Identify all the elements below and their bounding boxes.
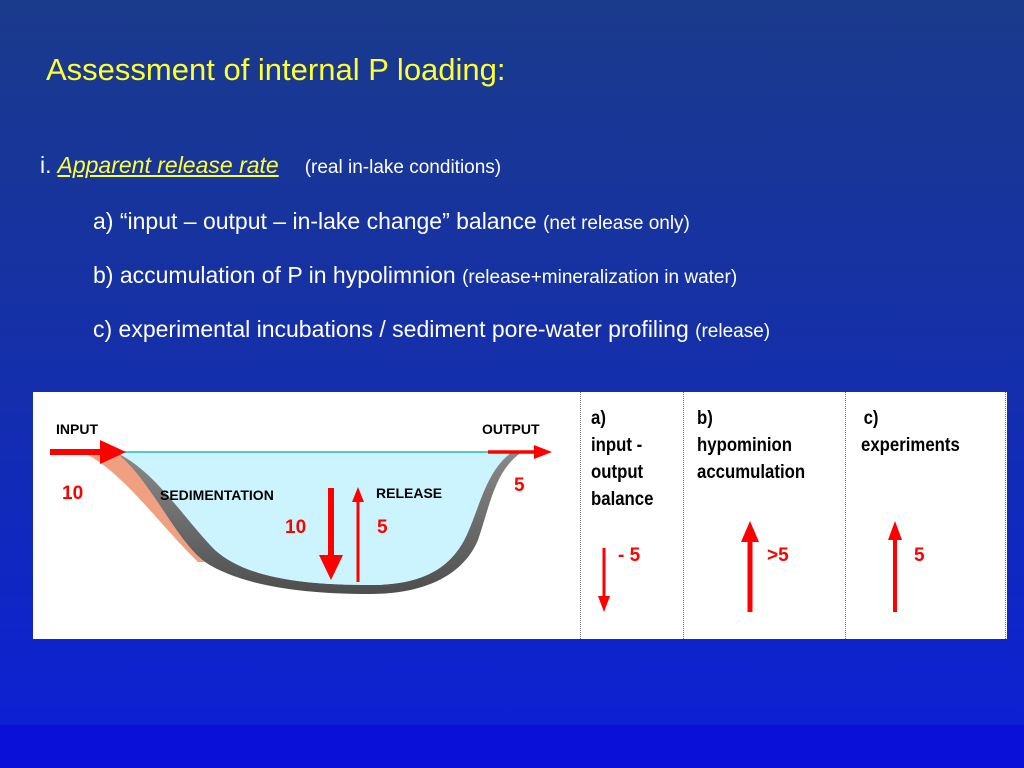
output-label: OUTPUT [482,421,540,437]
item-b: b) accumulation of P in hypolimnion (rel… [93,262,737,289]
item-c-text: c) experimental incubations / sediment p… [93,316,689,342]
column-a-line1: input - [591,434,643,456]
output-arrow-head [534,445,552,459]
column-divider [683,392,684,639]
item-i: i.Apparent release rate (real in-lake con… [40,152,501,179]
column-divider [845,392,846,639]
column-a-arrow-head [598,596,610,612]
lake-water [115,452,512,585]
sedimentation-label: SEDIMENTATION [160,487,274,503]
column-a-line3: balance [591,488,654,510]
shore-slope [88,452,205,562]
output-value: 5 [514,475,525,496]
column-c-line1: experiments [861,434,960,456]
input-label: INPUT [56,421,98,437]
item-i-prefix: i. [40,152,52,178]
item-i-name: Apparent release rate [57,152,279,178]
column-a-line2: output [591,461,644,483]
input-arrow-head [100,440,126,464]
column-c-heading: c) experiments [861,405,960,459]
sediment-layer [115,452,522,594]
item-a-note: (net release only) [543,213,690,234]
sedimentation-arrow-head [319,555,343,580]
column-c-letter: c) [863,407,879,429]
slide-title: Assessment of internal P loading: [46,52,506,87]
column-c-arrow-head [888,521,902,540]
column-b-line2: accumulation [697,461,806,483]
sedimentation-value: 10 [285,517,307,538]
column-a-value: - 5 [618,545,641,566]
column-b-heading: b) hypominion accumulation [697,405,805,486]
column-a-letter: a) [591,407,606,429]
item-a: a) “input – output – in-lake change” bal… [93,208,690,235]
column-b-value: >5 [767,545,789,566]
release-label: RELEASE [376,485,443,501]
input-value: 10 [62,483,84,504]
item-c-note: (release) [695,321,771,342]
item-i-note: (real in-lake conditions) [304,157,502,178]
item-a-text: a) “input – output – in-lake change” bal… [93,208,537,234]
column-divider [1005,392,1006,639]
release-arrow-head [352,487,364,502]
column-c-value: 5 [914,545,925,566]
column-b-letter: b) [697,407,713,429]
item-c: c) experimental incubations / sediment p… [93,316,770,343]
column-a-heading: a) input - output balance [591,405,653,513]
item-b-note: (release+mineralization in water) [462,267,738,288]
background-band [0,725,1024,768]
column-divider [580,392,581,639]
release-value: 5 [377,517,388,538]
column-b-line1: hypominion [697,434,793,456]
column-b-arrow-head [741,521,759,542]
item-b-text: b) accumulation of P in hypolimnion [93,262,456,288]
